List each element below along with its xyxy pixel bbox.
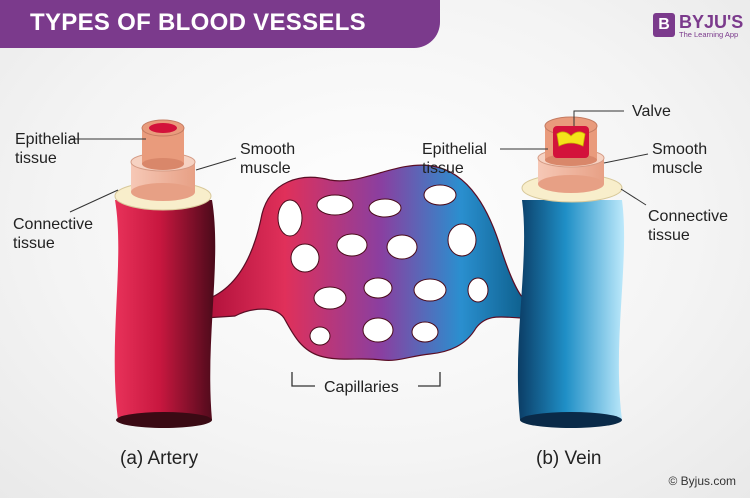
vein	[517, 116, 625, 428]
logo-badge: B	[653, 13, 675, 37]
capillary-gap	[413, 278, 447, 302]
artery-lumen	[149, 123, 177, 133]
leader-lines	[69, 110, 649, 213]
vein-body	[517, 200, 625, 428]
artery-epithelial-bottom	[142, 158, 184, 170]
artery-body	[114, 200, 216, 428]
logo-tagline: The Learning App	[679, 30, 739, 39]
capillary-gap	[316, 194, 354, 216]
capillary-gap	[336, 233, 368, 257]
capillary-gap	[313, 286, 347, 310]
capillary-gap	[277, 199, 303, 237]
capillary-gap	[309, 326, 331, 346]
vein-muscle-bottom	[538, 175, 604, 193]
vein-bottom	[520, 412, 622, 428]
title-banner: TYPES OF BLOOD VESSELS	[0, 0, 440, 48]
capillary-gap	[411, 321, 439, 343]
leader-vein-connective	[620, 188, 647, 206]
vein-epithelial-label: Epithelial tissue	[422, 141, 487, 177]
artery-epithelial-label: Epithelial tissue	[15, 131, 80, 167]
artery-muscle-bottom	[131, 183, 195, 201]
artery-bottom	[116, 412, 212, 428]
byjus-logo[interactable]: B BYJU'S The Learning App	[653, 12, 743, 42]
artery-smooth-muscle-label: Smooth muscle	[240, 141, 296, 177]
artery-connective-label: Connective tissue	[13, 216, 94, 252]
copyright-text: © Byjus.com	[668, 474, 736, 488]
vein-connective-label: Connective tissue	[648, 208, 729, 244]
capillary-gap	[363, 277, 393, 299]
capillary-gap	[290, 243, 320, 273]
leader-artery-connective	[69, 189, 119, 213]
capillary-gap	[447, 223, 477, 257]
capillary-gap	[423, 184, 457, 206]
capillary-gap	[467, 277, 489, 303]
page-title: TYPES OF BLOOD VESSELS	[30, 9, 366, 36]
logo-name: BYJU'S	[679, 12, 744, 32]
artery-caption: (a) Artery	[120, 448, 199, 469]
leader-artery-smooth	[195, 157, 237, 171]
capillaries-label: Capillaries	[324, 379, 399, 396]
capillaries-bracket	[291, 372, 441, 387]
capillary-network	[204, 164, 526, 361]
capillary-gap	[368, 198, 402, 218]
vein-valve	[556, 131, 586, 147]
capillary-gap	[386, 234, 418, 260]
leader-vein-smooth	[603, 153, 649, 164]
vein-caption: (b) Vein	[536, 448, 602, 469]
capillary-gap	[362, 317, 394, 343]
artery	[114, 119, 216, 428]
vein-smooth-muscle-label: Smooth muscle	[652, 141, 708, 177]
leader-vein-valve	[573, 110, 624, 126]
vein-valve-label: Valve	[632, 103, 671, 120]
